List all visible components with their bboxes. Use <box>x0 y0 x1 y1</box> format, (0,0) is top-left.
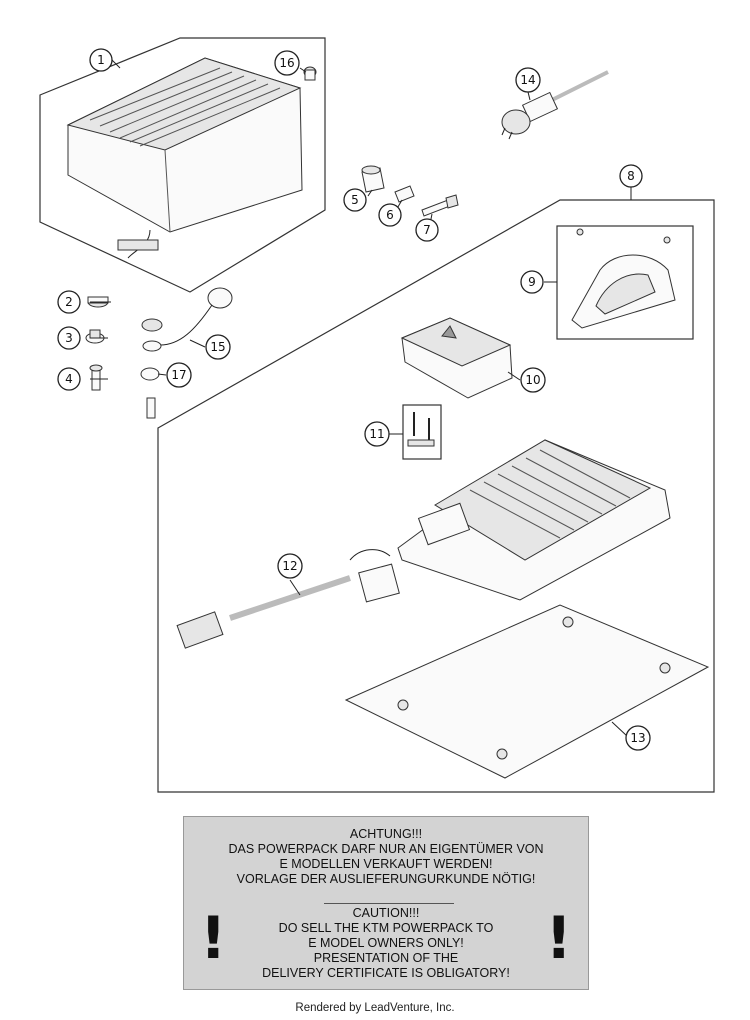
part-3-bush[interactable] <box>85 329 105 344</box>
svg-text:7: 7 <box>423 223 431 237</box>
callout-16: 16 <box>274 50 300 76</box>
part-1-cooling-fins <box>89 67 281 147</box>
part-8-frame[interactable] <box>157 199 715 793</box>
part-10-cover[interactable] <box>400 317 513 399</box>
part-7-bolt[interactable] <box>421 194 459 217</box>
callout-10: 10 <box>520 367 546 393</box>
svg-text:5: 5 <box>351 193 359 207</box>
svg-text:15: 15 <box>210 340 225 354</box>
callout-13: 13 <box>625 725 651 751</box>
svg-text:1: 1 <box>97 53 105 67</box>
warning-en-line-5: DELIVERY CERTIFICATE IS OBLIGATORY! <box>262 966 510 980</box>
part-1-battery-case[interactable] <box>39 37 326 293</box>
warning-en-line-2: DO SELL THE KTM POWERPACK TO <box>278 921 494 935</box>
callout-5: 5 <box>343 188 367 212</box>
svg-text:6: 6 <box>386 208 394 222</box>
callout-11: 11 <box>364 421 390 447</box>
svg-text:13: 13 <box>630 731 645 745</box>
part-15-cap-strap[interactable] <box>141 287 233 352</box>
svg-text:12: 12 <box>282 559 297 573</box>
callout-6: 6 <box>378 203 402 227</box>
callout-12: 12 <box>277 553 303 579</box>
svg-text:4: 4 <box>65 372 73 386</box>
callout-7: 7 <box>415 218 439 242</box>
callout-8: 8 <box>619 164 643 188</box>
callout-3: 3 <box>57 326 81 350</box>
svg-text:10: 10 <box>525 373 540 387</box>
warning-de-line-3: E MODELLEN VERKAUFT WERDEN! <box>279 857 493 871</box>
warning-notice: ACHTUNG!!! DAS POWERPACK DARF NUR AN EIG… <box>183 816 589 990</box>
exclamation-right-icon: ! <box>545 904 572 972</box>
part-5-bushing[interactable] <box>361 165 385 193</box>
svg-text:16: 16 <box>279 56 294 70</box>
warning-de-line-1: ACHTUNG!!! <box>349 827 423 841</box>
callout-2: 2 <box>57 290 81 314</box>
exclamation-left-icon: ! <box>200 904 227 972</box>
svg-text:2: 2 <box>65 295 73 309</box>
part-17-nut[interactable] <box>140 367 160 419</box>
svg-text:8: 8 <box>627 169 635 183</box>
svg-text:14: 14 <box>520 73 535 87</box>
svg-text:9: 9 <box>528 275 536 289</box>
svg-text:3: 3 <box>65 331 73 345</box>
svg-text:17: 17 <box>171 368 186 382</box>
part-13-base-plate[interactable] <box>344 604 710 779</box>
callout-9: 9 <box>520 270 544 294</box>
callout-4: 4 <box>57 367 81 391</box>
svg-text:11: 11 <box>369 427 384 441</box>
part-14-mains-plug[interactable] <box>501 70 609 140</box>
warning-en-line-3: E MODEL OWNERS ONLY! <box>308 936 464 950</box>
callout-1: 1 <box>89 48 113 72</box>
footer-credit: Rendered by LeadVenture, Inc. <box>295 1002 455 1014</box>
parts-diagram: 1 2 3 4 5 6 7 8 9 10 11 12 13 14 15 16 1… <box>39 37 715 793</box>
callout-14: 14 <box>515 67 541 93</box>
warning-en-line-1: CAUTION!!! <box>352 906 420 920</box>
warning-de-line-4: VORLAGE DER AUSLIEFERUNGURKUNDE NÖTIG! <box>236 872 536 886</box>
leader-lines <box>90 59 632 737</box>
charger-unit[interactable] <box>397 439 671 601</box>
warning-de-line-2: DAS POWERPACK DARF NUR AN EIGENTÜMER VON <box>228 842 544 856</box>
part-12-charging-cable[interactable] <box>176 549 400 649</box>
charger-cooling-fins <box>469 449 631 539</box>
callout-17: 17 <box>166 362 192 388</box>
part-16-plug[interactable] <box>303 66 317 81</box>
part-4-screw[interactable] <box>89 364 103 391</box>
part-9-handle[interactable] <box>556 225 694 340</box>
warning-divider <box>324 903 454 904</box>
part-6-sleeve[interactable] <box>394 185 415 203</box>
callout-15: 15 <box>205 334 231 360</box>
part-11-screws[interactable] <box>402 404 442 460</box>
warning-en-line-4: PRESENTATION OF THE <box>313 951 459 965</box>
